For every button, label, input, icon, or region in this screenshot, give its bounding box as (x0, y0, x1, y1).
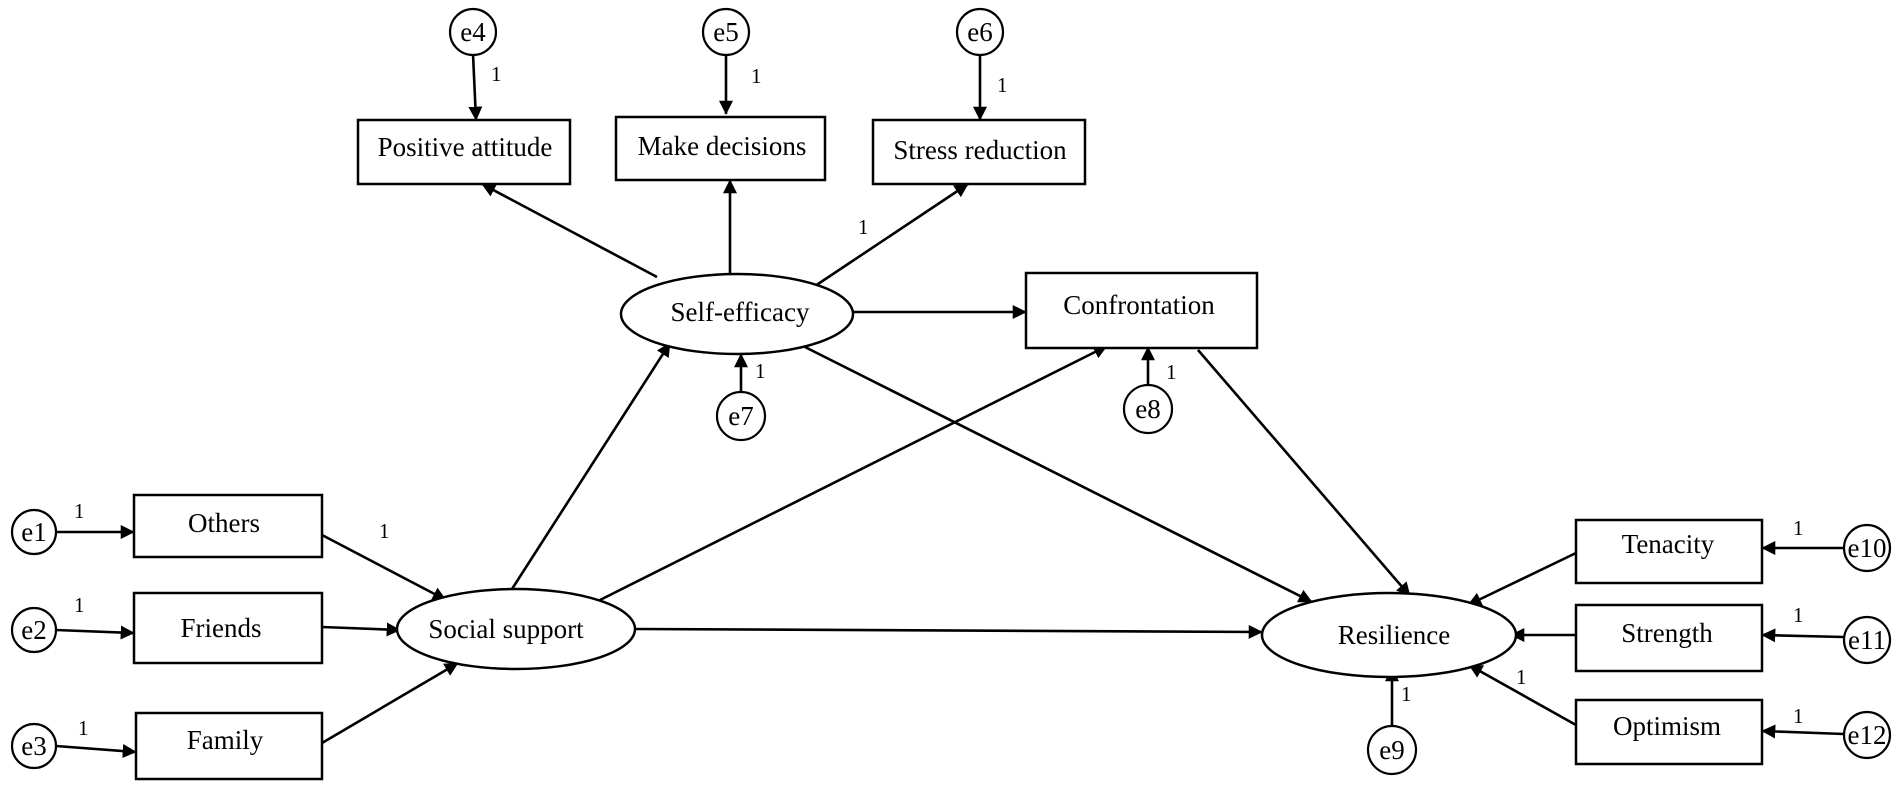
arrow-others-social-support (321, 533, 447, 602)
label-make-decisions: Make decisions (638, 131, 807, 161)
arrow-social-support-resilience (635, 624, 1263, 639)
weight-e11: 1 (1793, 603, 1804, 627)
label-e7: e7 (728, 401, 753, 431)
weight-e5: 1 (751, 64, 762, 88)
error-terms: e1 e2 e3 e4 e5 e6 e7 e8 (10, 7, 1892, 776)
weight-e8: 1 (1166, 360, 1177, 384)
error-e10: e10 (1842, 523, 1892, 573)
arrow-resilience-optimism (1468, 663, 1577, 727)
label-e5: e5 (713, 17, 738, 47)
label-e9: e9 (1379, 735, 1404, 765)
arrow-social-support-confrontation (597, 344, 1108, 603)
latent-variables: Social support Self-efficacy Resilience (395, 272, 1518, 679)
error-e1: e1 (10, 508, 58, 556)
arrow-e12-optimism (1761, 724, 1845, 739)
weight-others: 1 (379, 519, 390, 543)
label-e1: e1 (21, 517, 46, 547)
label-family: Family (187, 725, 264, 755)
weight-e1: 1 (74, 499, 85, 523)
box-confrontation: Confrontation (1024, 271, 1259, 350)
label-social-support: Social support (428, 614, 584, 644)
arrow-confrontation-resilience (1197, 349, 1411, 597)
error-e5: e5 (701, 7, 751, 57)
label-stress-reduction: Stress reduction (893, 135, 1067, 165)
arrow-e2-friends (55, 625, 135, 640)
weight-e9: 1 (1401, 682, 1412, 706)
weight-e10: 1 (1793, 516, 1804, 540)
error-e12: e12 (1842, 710, 1892, 760)
box-friends: Friends (132, 591, 324, 665)
label-e3: e3 (21, 731, 46, 761)
box-tenacity: Tenacity (1574, 518, 1764, 585)
box-family: Family (134, 711, 324, 781)
arrow-friends-social-support (321, 622, 401, 637)
box-stress-reduction: Stress reduction (871, 118, 1087, 186)
label-optimism: Optimism (1613, 711, 1721, 741)
arrow-resilience-tenacity (1467, 551, 1577, 607)
arrow-e4-positive-attitude (468, 53, 483, 121)
error-e7: e7 (715, 390, 767, 442)
label-tenacity: Tenacity (1622, 529, 1715, 559)
box-make-decisions: Make decisions (614, 115, 827, 182)
box-optimism: Optimism (1574, 698, 1764, 766)
label-e11: e11 (1848, 625, 1886, 655)
weight-stress-reduction: 1 (858, 215, 869, 239)
error-e11: e11 (1842, 615, 1892, 665)
label-e8: e8 (1135, 394, 1160, 424)
weight-e12: 1 (1793, 704, 1804, 728)
error-e4: e4 (448, 7, 498, 57)
arrow-social-support-self-efficacy (510, 342, 672, 590)
weight-e4: 1 (491, 62, 502, 86)
arrow-family-social-support (321, 661, 459, 745)
error-e3: e3 (10, 722, 58, 770)
arrow-self-efficacy-resilience (800, 343, 1313, 604)
arrow-self-efficacy-positive-attitude (481, 182, 658, 279)
label-e10: e10 (1848, 533, 1887, 563)
weight-e3: 1 (78, 716, 89, 740)
box-strength: Strength (1574, 603, 1764, 673)
label-self-efficacy: Self-efficacy (671, 297, 810, 327)
error-e8: e8 (1122, 383, 1174, 435)
error-e6: e6 (955, 7, 1005, 57)
label-e12: e12 (1848, 720, 1887, 750)
label-friends: Friends (181, 613, 262, 643)
ellipse-resilience: Resilience (1260, 591, 1518, 679)
label-others: Others (188, 508, 260, 538)
arrow-e11-strength (1761, 628, 1845, 643)
arrow-e3-family (55, 744, 137, 758)
label-confrontation: Confrontation (1063, 290, 1215, 320)
weight-e6: 1 (997, 73, 1008, 97)
box-positive-attitude: Positive attitude (356, 118, 572, 186)
label-e2: e2 (21, 615, 46, 645)
observed-variables: Others Friends Family Positive attitude … (132, 115, 1764, 781)
ellipse-self-efficacy: Self-efficacy (619, 272, 855, 356)
label-e6: e6 (967, 17, 992, 47)
error-e9: e9 (1366, 724, 1418, 776)
label-positive-attitude: Positive attitude (378, 132, 553, 162)
label-strength: Strength (1621, 618, 1713, 648)
weight-e7: 1 (755, 359, 766, 383)
path-arrows (55, 53, 1845, 758)
label-e4: e4 (460, 17, 486, 47)
arrow-self-efficacy-stress-reduction (814, 182, 969, 288)
weight-optimism: 1 (1516, 665, 1527, 689)
weight-e2: 1 (74, 593, 85, 617)
error-e2: e2 (10, 606, 58, 654)
path-weights: 1 1 1 1 1 1 1 1 1 1 1 1 1 1 1 (74, 62, 1804, 740)
ellipse-social-support: Social support (395, 587, 637, 671)
box-others: Others (132, 493, 324, 559)
label-resilience: Resilience (1338, 620, 1450, 650)
